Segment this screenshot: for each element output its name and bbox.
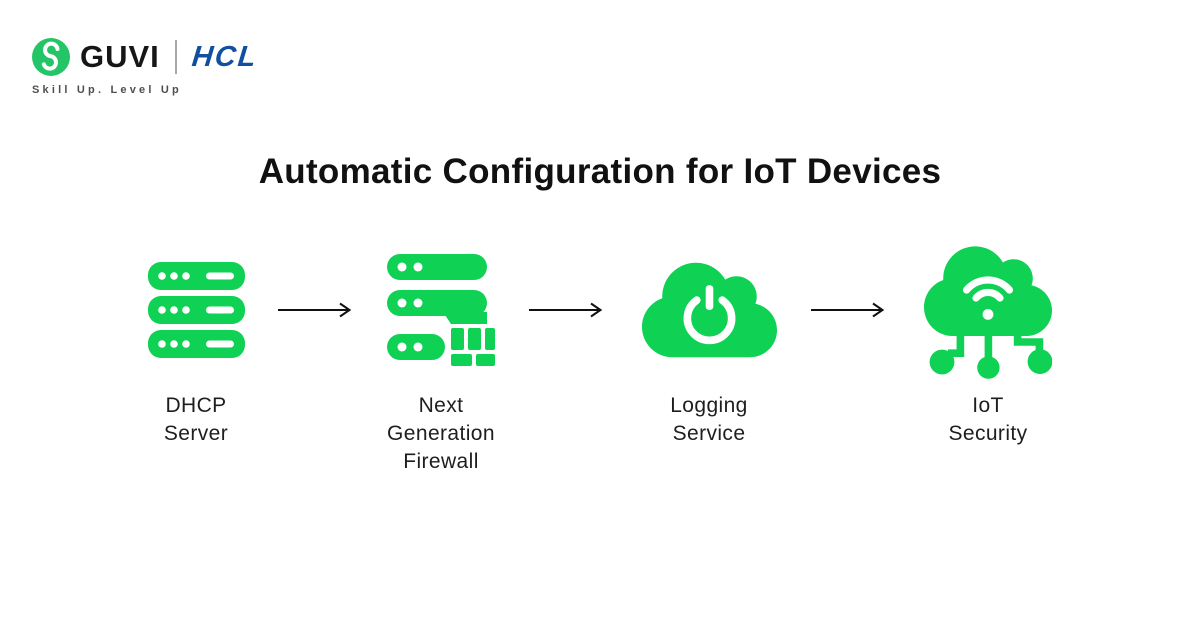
hcl-wordmark: HCL	[190, 40, 260, 73]
brand-row: GUVI HCL	[32, 38, 260, 76]
step-icon-wrap	[86, 240, 306, 380]
brand-divider	[174, 40, 177, 74]
step-label: DHCP Server	[163, 394, 229, 445]
server-firewall-icon	[387, 254, 495, 366]
step-icon-wrap	[331, 240, 551, 380]
step-iot-security: IoT Security	[878, 240, 1098, 448]
flow-arrow-2	[528, 301, 610, 324]
step-label: Next Generation Firewall	[387, 394, 495, 473]
step-icon-wrap	[599, 240, 819, 380]
brand-tagline: Skill Up. Level Up	[32, 84, 182, 96]
step-icon-wrap	[878, 240, 1098, 380]
cloud-wifi-network-icon	[924, 246, 1052, 379]
arrow-right-icon	[278, 302, 352, 318]
flow-arrow-1	[277, 301, 359, 324]
step-label: Logging Service	[670, 394, 748, 445]
cloud-power-icon	[641, 262, 777, 358]
guvi-logo-icon	[32, 38, 70, 76]
arrow-right-icon	[529, 302, 603, 318]
server-rack-icon	[147, 262, 245, 358]
step-dhcp-server: DHCP Server	[86, 240, 306, 448]
guvi-wordmark: GUVI	[80, 39, 160, 74]
arrow-right-icon	[811, 302, 885, 318]
brand-header: GUVI HCL Skill Up. Level Up	[32, 38, 260, 96]
step-logging-service: Logging Service	[599, 240, 819, 448]
step-label: IoT Security	[948, 394, 1028, 445]
step-next-generation-firewall: Next Generation Firewall	[331, 240, 551, 476]
page-title: Automatic Configuration for IoT Devices	[258, 152, 942, 191]
flow-arrow-3	[810, 301, 892, 324]
